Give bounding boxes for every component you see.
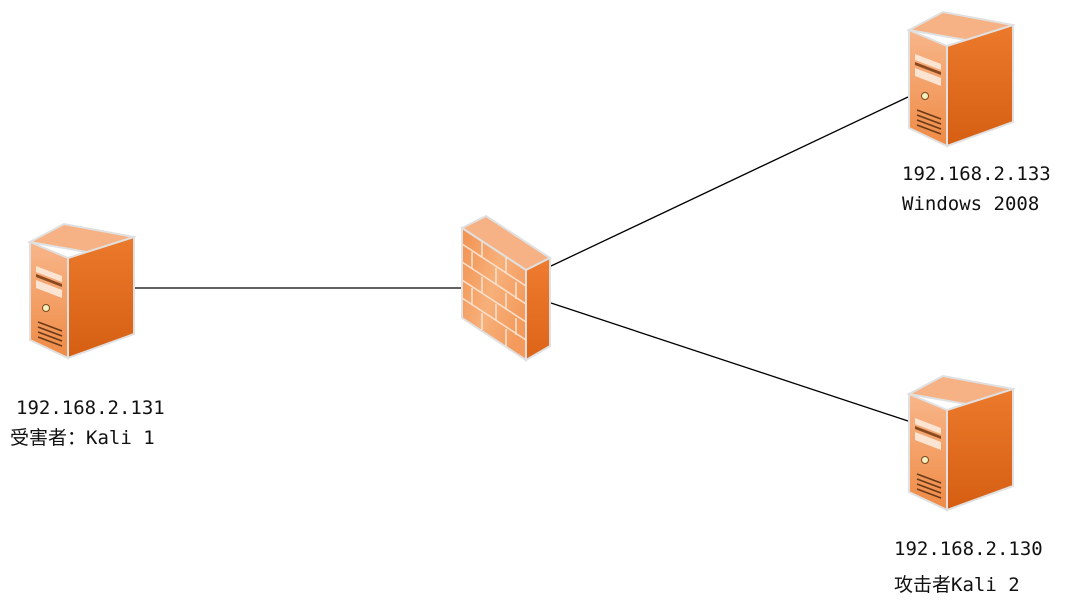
victim-name: 受害者：Kali 1 (10, 427, 155, 449)
windows-ip: 192.168.2.133 (902, 163, 1051, 185)
firewall-icon (458, 212, 554, 364)
victim-label: 192.168.2.131 受害者：Kali 1 (10, 393, 165, 453)
windows-name: Windows 2008 (902, 193, 1040, 215)
victim-server-icon (26, 212, 138, 362)
attacker-ip: 192.168.2.130 (894, 538, 1043, 560)
attacker-name: 攻击者Kali 2 (894, 574, 1020, 596)
windows-label: 192.168.2.133 Windows 2008 (902, 159, 1051, 219)
windows-server-icon (905, 0, 1017, 150)
attacker-server-icon (905, 364, 1017, 514)
link-firewall-attacker (550, 302, 909, 422)
victim-ip: 192.168.2.131 (16, 397, 165, 419)
link-firewall-windows (550, 96, 909, 267)
attacker-label: 192.168.2.130 攻击者Kali 2 (894, 534, 1043, 600)
